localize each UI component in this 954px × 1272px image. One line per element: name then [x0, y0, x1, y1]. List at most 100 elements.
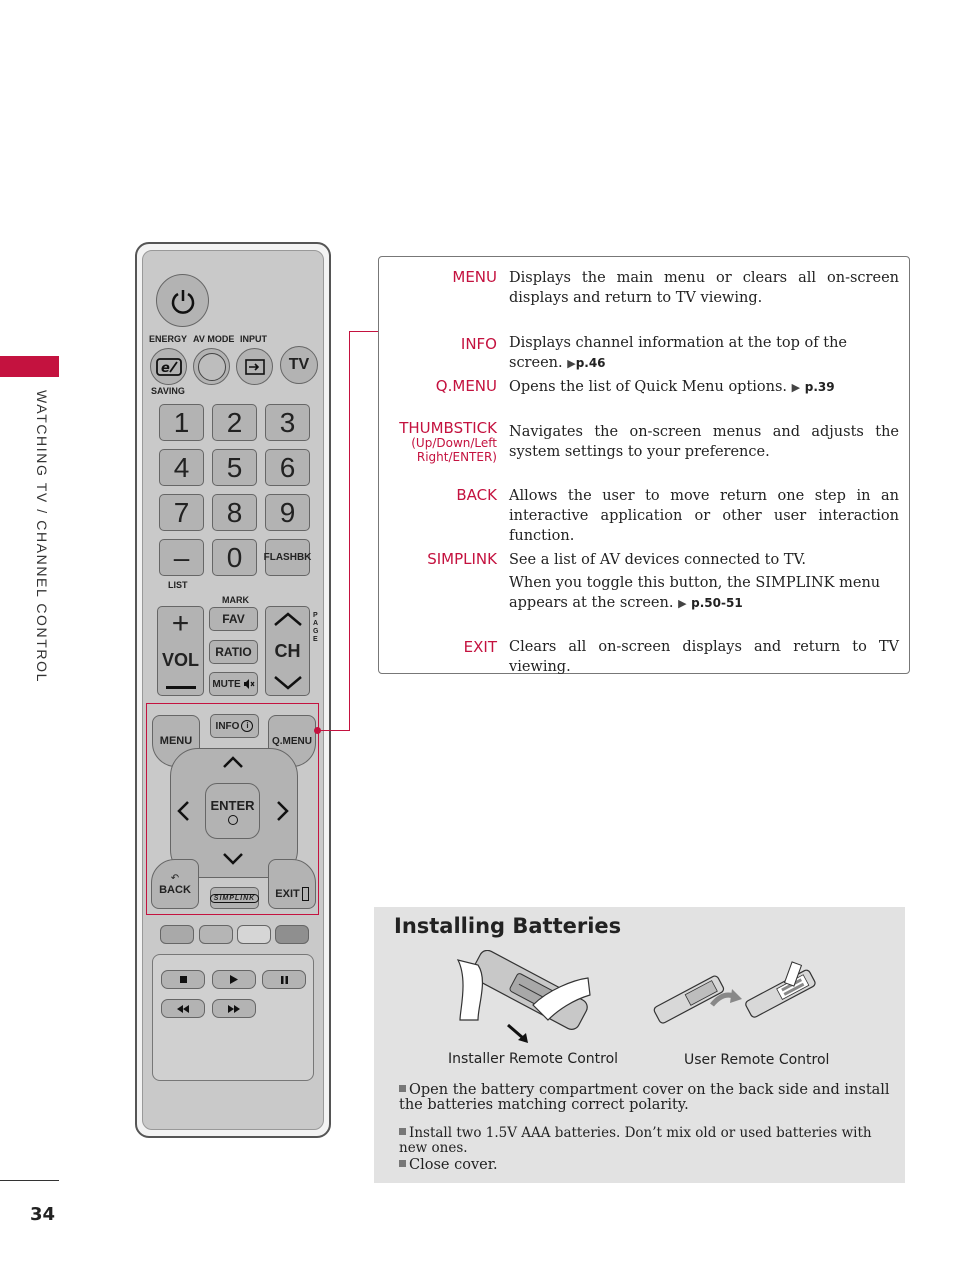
desc-simplink-2: When you toggle this button, the SIMPLIN…: [509, 573, 899, 614]
channel-down-icon: [273, 676, 302, 690]
ref-qmenu: p.39: [804, 380, 835, 394]
batteries-title: Installing Batteries: [394, 914, 622, 938]
green-button: [199, 925, 233, 944]
bullet-square-icon: [399, 1085, 406, 1092]
av-mode-icon: [197, 352, 226, 381]
info-button: INFO i: [210, 714, 259, 738]
play-button: [212, 970, 256, 989]
number-button-8: 8: [212, 494, 257, 531]
up-arrow-icon: [223, 756, 243, 768]
ref-simplink: p.50-51: [691, 596, 743, 610]
section-tab-marker: [0, 356, 59, 377]
enter-button: ENTER: [205, 783, 260, 839]
desc-thumbstick: Navigates the on-screen menus and adjust…: [509, 424, 899, 460]
ref-info: p.46: [575, 356, 606, 370]
desc-back: Allows the user to move return one step …: [509, 488, 899, 544]
rewind-button: [161, 999, 205, 1018]
highlighted-buttons-callout: [146, 703, 319, 915]
battery-bullet-3-text: Close cover.: [409, 1157, 498, 1173]
enter-label: ENTER: [210, 797, 255, 813]
input-button: [236, 348, 273, 385]
term-info: INFO: [460, 335, 497, 353]
term-menu: MENU: [452, 268, 497, 286]
channel-rocker: CH: [265, 606, 310, 696]
battery-bullet-2-text: Install two 1.5V AAA batteries. Don’t mi…: [399, 1125, 872, 1156]
list-label: LIST: [168, 580, 188, 590]
volume-up-icon: +: [171, 607, 190, 640]
info-label: INFO: [215, 720, 240, 732]
input-icon: [244, 358, 265, 375]
term-back: BACK: [456, 486, 497, 504]
number-button-9: 9: [265, 494, 310, 531]
number-button-4: 4: [159, 449, 204, 486]
speaker-muted-icon: [243, 679, 255, 689]
volume-rocker: + VOL: [157, 606, 204, 696]
installer-remote-illustration: [456, 950, 591, 1043]
desc-menu: Displays the main menu or clears all on-…: [509, 270, 899, 306]
fast-forward-icon: [228, 1004, 240, 1013]
exit-label: EXIT: [275, 888, 300, 900]
number-button-6: 6: [265, 449, 310, 486]
term-exit: EXIT: [463, 638, 497, 656]
callout-connector-h1: [318, 730, 349, 731]
bullet-square-icon: [399, 1128, 406, 1135]
ratio-button: RATIO: [209, 640, 258, 664]
back-button: ↶ BACK: [151, 859, 199, 909]
page-label: PAGE: [313, 612, 319, 643]
energy-label: ENERGY: [149, 334, 188, 344]
channel-up-icon: [273, 612, 302, 626]
battery-bullet-3: Close cover.: [399, 1158, 894, 1173]
arrow-right-icon: ▶: [567, 357, 576, 370]
energy-saving-icon: e: [155, 357, 182, 376]
caption-installer-remote: Installer Remote Control: [448, 1051, 619, 1067]
callout-connector-h2: [349, 331, 379, 332]
term-simplink: SIMPLINK: [427, 550, 497, 568]
power-button: [156, 274, 209, 327]
enter-dot-icon: [227, 814, 238, 825]
rewind-icon: [177, 1004, 189, 1013]
back-label: BACK: [159, 883, 191, 896]
tv-button: TV: [280, 346, 318, 384]
callout-connector-v: [349, 331, 350, 731]
yellow-button: [237, 925, 271, 944]
arrow-right-icon: ▶: [791, 381, 801, 394]
av-mode-button: [193, 348, 230, 385]
callout-dot: [314, 727, 321, 734]
av-mode-label: AV MODE: [193, 334, 235, 344]
term-thumbstick-sub1: (Up/Down/Left: [411, 436, 497, 450]
input-label: INPUT: [240, 334, 267, 344]
number-button-5: 5: [212, 449, 257, 486]
desc-info-text: Displays channel information at the top …: [509, 335, 847, 371]
left-arrow-icon: [177, 801, 189, 821]
battery-bullet-1: Open the battery compartment cover on th…: [399, 1083, 894, 1113]
mute-label: MUTE: [212, 678, 241, 690]
button-descriptions-box: [378, 256, 910, 674]
stop-icon: [179, 976, 187, 983]
down-arrow-icon: [223, 853, 243, 865]
number-button-2: 2: [212, 404, 257, 441]
term-qmenu: Q.MENU: [435, 377, 497, 395]
exit-icon: [301, 887, 309, 901]
play-icon: [230, 975, 238, 984]
ch-label: CH: [274, 640, 301, 661]
power-icon: [171, 289, 194, 314]
pause-button: [262, 970, 306, 989]
simplink-logo: SIMPLINK: [209, 893, 260, 903]
arrow-right-icon: ▶: [678, 597, 687, 610]
section-title: WATCHING TV / CHANNEL CONTROL: [34, 390, 50, 683]
page-number: 34: [30, 1204, 56, 1225]
vol-label: VOL: [161, 650, 199, 670]
user-remote-illustration: [653, 961, 816, 1024]
number-button-7: 7: [159, 494, 204, 531]
exit-button: EXIT: [268, 859, 316, 909]
fast-forward-button: [212, 999, 256, 1018]
fav-button: FAV: [209, 607, 258, 631]
back-icon: ↶: [170, 872, 180, 884]
simplink-button: SIMPLINK: [209, 887, 260, 909]
caption-user-remote: User Remote Control: [684, 1052, 830, 1068]
saving-label: SAVING: [151, 386, 185, 396]
red-button: [160, 925, 194, 944]
stop-button: [161, 970, 205, 989]
bullet-square-icon: [399, 1160, 406, 1167]
number-button-3: 3: [265, 404, 310, 441]
